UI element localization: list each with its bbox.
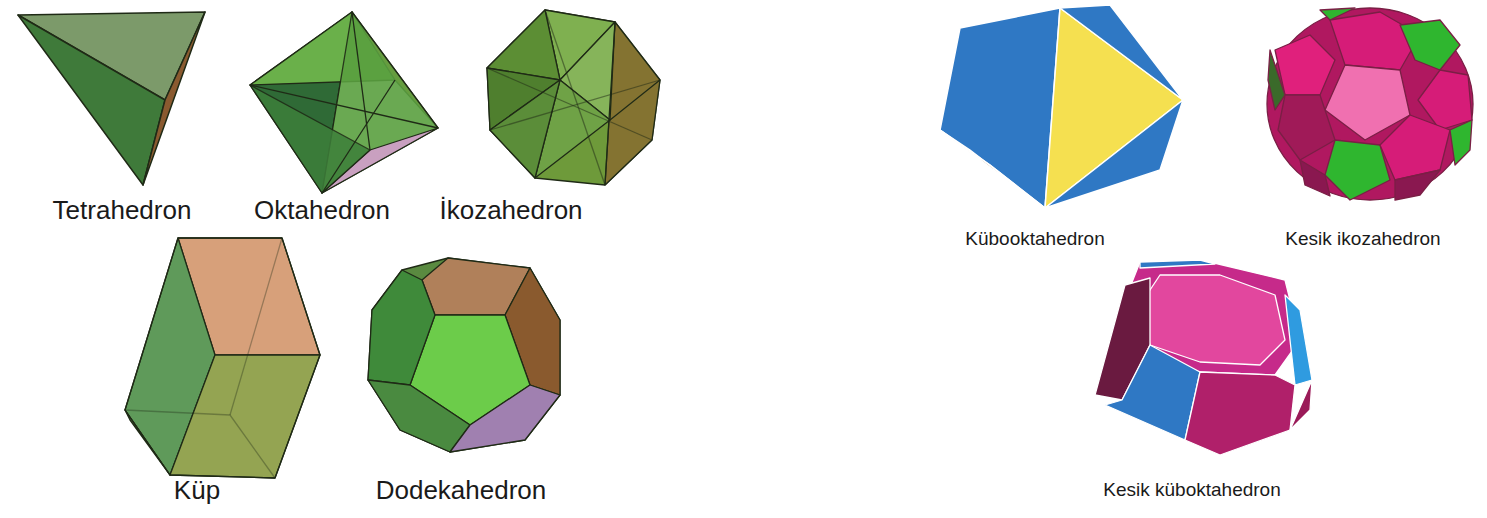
shape-caption: Küp — [174, 476, 220, 505]
cube — [125, 238, 320, 478]
dodecahedron — [368, 258, 560, 452]
truncated-cuboctahedron — [1095, 260, 1312, 455]
icosahedron — [487, 10, 660, 185]
shape-caption: Dodekahedron — [376, 476, 547, 505]
tetrahedron — [18, 12, 205, 185]
truncated-icosahedron — [1267, 8, 1473, 200]
shape-caption: Oktahedron — [254, 196, 390, 225]
octahedron — [250, 12, 438, 193]
shape-caption: İkozahedron — [439, 196, 582, 225]
shape-caption: Tetrahedron — [53, 196, 192, 225]
cuboctahedron — [940, 5, 1183, 208]
shape-caption: Kübooktahedron — [965, 229, 1104, 250]
shape-caption: Kesik ikozahedron — [1285, 229, 1440, 250]
shape-caption: Kesik küboktahedron — [1103, 480, 1280, 501]
